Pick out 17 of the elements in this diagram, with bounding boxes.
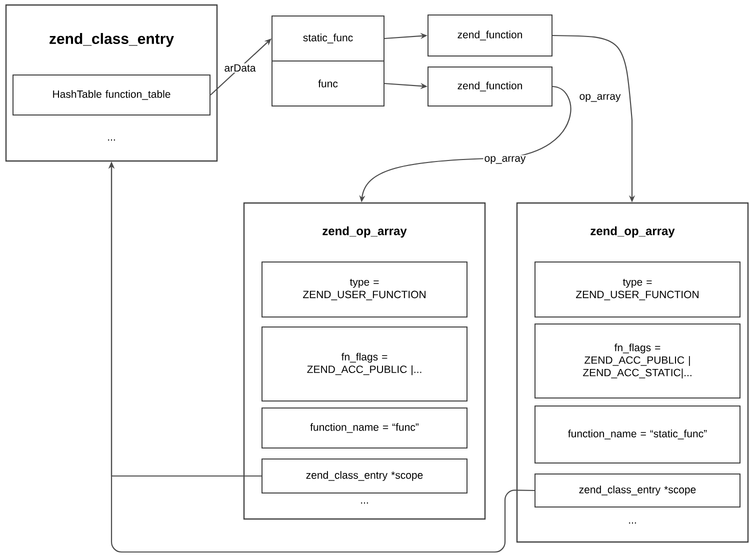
field-box: function_name = “func” <box>262 408 468 448</box>
function-box: zend_function <box>428 14 552 56</box>
arrow <box>210 38 272 96</box>
function-box: zend_function <box>428 66 552 106</box>
edge-label: op_array <box>578 93 622 103</box>
field-box: type = ZEND_USER_FUNCTION <box>534 262 740 318</box>
table-cell: static_func <box>272 16 384 62</box>
edge-label: arData <box>223 63 257 73</box>
field-box: function_name = “static_func” <box>534 406 740 464</box>
field-box: fn_flags = ZEND_ACC_PUBLIC | ZEND_ACC_STATIC|... <box>534 324 740 398</box>
field-box: HashTable function_table <box>12 74 210 116</box>
field-box: zend_class_entry *scope <box>534 474 740 508</box>
field-box: fn_flags = ZEND_ACC_PUBLIC |... <box>262 326 468 402</box>
field-box: zend_class_entry *scope <box>262 458 468 494</box>
table-cell: func <box>272 60 384 106</box>
edge-label: op_array <box>483 155 527 165</box>
field-box: type = ZEND_USER_FUNCTION <box>262 262 468 318</box>
